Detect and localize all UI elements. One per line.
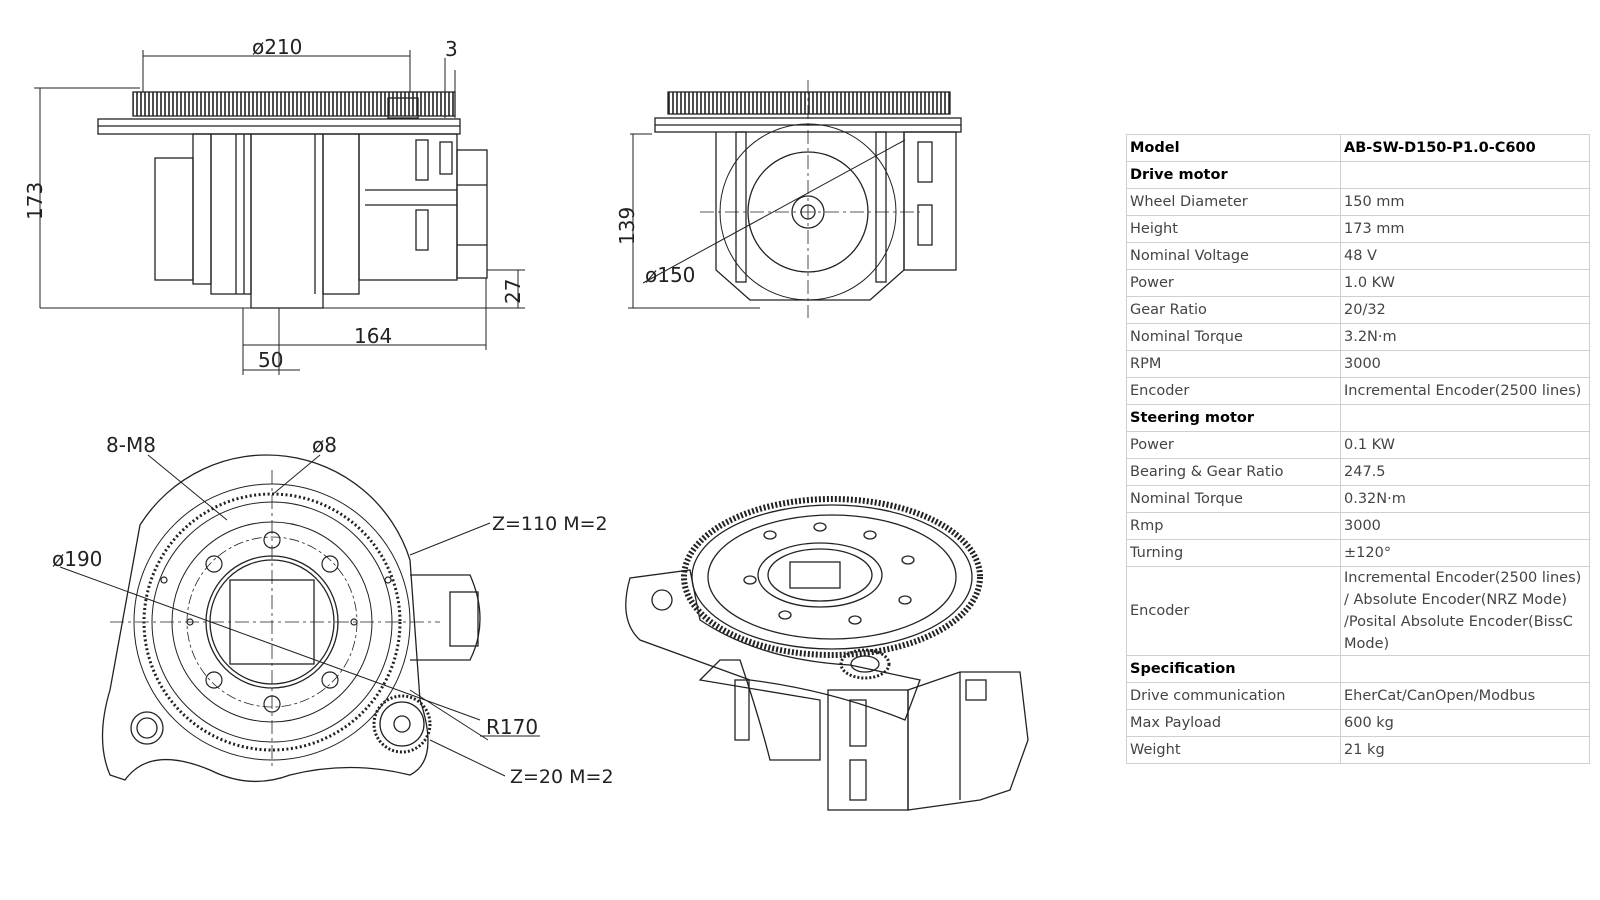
dim-width-label: ø210 (252, 35, 302, 59)
dim-ground-label: 27 (501, 279, 525, 304)
spec-label: Power (1126, 431, 1341, 459)
spec-row: Turning±120° (1126, 539, 1590, 567)
spec-label: RPM (1126, 350, 1341, 378)
spec-label: Turning (1126, 539, 1341, 567)
label-bolt-holes: 8-M8 (106, 433, 156, 457)
spec-value (1340, 655, 1590, 683)
spec-value: 150 mm (1340, 188, 1590, 216)
label-pin: ø8 (312, 433, 337, 457)
spec-value: 20/32 (1340, 296, 1590, 324)
spec-value: 3000 (1340, 512, 1590, 540)
spec-label: Height (1126, 215, 1341, 243)
spec-value: 600 kg (1340, 709, 1590, 737)
spec-label: Gear Ratio (1126, 296, 1341, 324)
spec-value: Incremental Encoder(2500 lines) / Absolu… (1340, 566, 1590, 656)
spec-value: 3.2N·m (1340, 323, 1590, 351)
spec-label: Max Payload (1126, 709, 1341, 737)
front-view-drawing (628, 80, 962, 318)
spec-label: Encoder (1126, 566, 1341, 656)
top-view-drawing (59, 454, 540, 783)
spec-label: Nominal Torque (1126, 485, 1341, 513)
spec-label: Encoder (1126, 377, 1341, 405)
spec-value: ±120° (1340, 539, 1590, 567)
spec-label: Model (1126, 134, 1341, 162)
spec-label: Drive motor (1126, 161, 1341, 189)
spec-label: Nominal Voltage (1126, 242, 1341, 270)
dim-front-height-label: 139 (615, 207, 639, 245)
spec-row: Specification (1126, 655, 1590, 683)
spec-value: 0.1 KW (1340, 431, 1590, 459)
spec-label: Rmp (1126, 512, 1341, 540)
spec-value: 247.5 (1340, 458, 1590, 486)
dim-wheel-label: 50 (258, 348, 283, 372)
spec-label: Drive communication (1126, 682, 1341, 710)
spec-value: Incremental Encoder(2500 lines) (1340, 377, 1590, 405)
label-ring-diameter: ø190 (52, 547, 102, 571)
label-radius: R170 (486, 715, 538, 739)
spec-label: Weight (1126, 736, 1341, 764)
dim-length-label: 164 (354, 324, 392, 348)
spec-label: Power (1126, 269, 1341, 297)
technical-drawing: ø210 3 173 27 164 50 139 ø150 (23, 35, 1029, 811)
spec-label: Steering motor (1126, 404, 1341, 432)
spec-value: 0.32N·m (1340, 485, 1590, 513)
spec-value: 1.0 KW (1340, 269, 1590, 297)
spec-value: EherCat/CanOpen/Modbus (1340, 682, 1590, 710)
spec-value (1340, 404, 1590, 432)
spec-label: Bearing & Gear Ratio (1126, 458, 1341, 486)
spec-value: 21 kg (1340, 736, 1590, 764)
spec-label: Wheel Diameter (1126, 188, 1341, 216)
spec-row: Steering motor (1126, 404, 1590, 432)
dim-height-label: 173 (23, 182, 47, 220)
spec-value (1340, 161, 1590, 189)
spec-value: AB-SW-D150-P1.0-C600 (1340, 134, 1590, 162)
dim-offset-label: 3 (445, 37, 458, 61)
label-big-gear: Z=110 M=2 (492, 513, 608, 535)
spec-value: 173 mm (1340, 215, 1590, 243)
spec-value: 48 V (1340, 242, 1590, 270)
label-small-gear: Z=20 M=2 (510, 766, 614, 788)
dim-wheel-diameter-label: ø150 (645, 263, 695, 287)
spec-label: Nominal Torque (1126, 323, 1341, 351)
spec-row: Drive motor (1126, 161, 1590, 189)
spec-value: 3000 (1340, 350, 1590, 378)
isometric-view-drawing (625, 496, 1029, 811)
spec-label: Specification (1126, 655, 1341, 683)
side-view-drawing (34, 50, 525, 375)
